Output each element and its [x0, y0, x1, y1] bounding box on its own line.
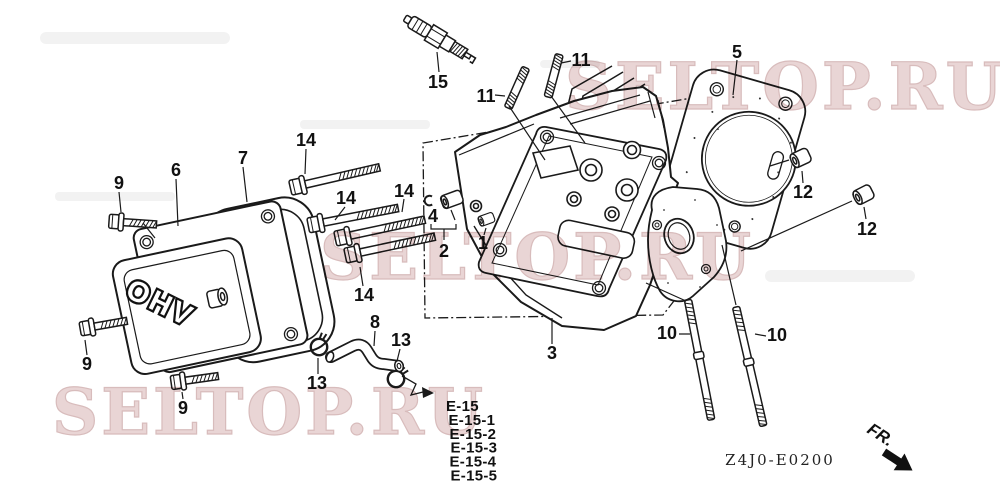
callout-9-bolt-top: 9 [114, 173, 124, 193]
callout-14-bolt-c: 14 [394, 181, 414, 201]
reference-link-e15-5[interactable]: E-15-5 [451, 468, 498, 485]
stud-10-a [682, 298, 717, 422]
callout-6-valve-cover: 6 [171, 160, 181, 180]
watermark-middle: SELTOP.RU [320, 220, 754, 295]
breather-tube [325, 338, 405, 373]
front-label: FR. [864, 419, 897, 450]
pin-2 [438, 188, 465, 211]
callout-7-cover-gasket: 7 [238, 148, 248, 168]
callout-1-pin: 1 [478, 233, 488, 253]
reference-link-e15-4[interactable]: E-15-4 [450, 454, 497, 471]
callout-15-spark-plug: 15 [428, 72, 448, 92]
callout-9-bolt-mid: 9 [82, 354, 92, 374]
callout-3-cylinder-head: 3 [547, 343, 557, 363]
scan-noise [40, 32, 915, 282]
callout-11-stud-right: 11 [571, 50, 590, 70]
diagram-code: Z4J0-E0200 [725, 451, 835, 469]
front-arrow-icon [881, 448, 913, 471]
callout-13-clamp-right: 13 [391, 330, 411, 350]
cylinder-head [454, 65, 728, 331]
callout-10-stud-right: 10 [767, 325, 787, 345]
callout-14-bolt-a: 14 [296, 130, 316, 150]
reference-link-e15-3[interactable]: E-15-3 [451, 440, 498, 457]
watermark-top-right: SELTOP.RU [565, 49, 1000, 125]
front-direction-indicator: FR. [864, 419, 913, 471]
reference-link-e15-1[interactable]: E-15-1 [449, 412, 496, 429]
reference-link-e15[interactable]: E-15 [446, 398, 479, 415]
watermarks: SELTOP.RU SELTOP.RU SELTOP.RU [51, 48, 1000, 450]
callout-12-dowel-lower: 12 [857, 219, 877, 239]
watermark-bottom-left: SELTOP.RU [52, 375, 486, 450]
breather-port [206, 287, 229, 309]
flange-bolt-14-a [287, 157, 383, 198]
stud-11-a [503, 65, 531, 111]
callout-5-head-gasket: 5 [732, 42, 742, 62]
dowel-pin-12-b [850, 182, 877, 207]
callout-12-dowel-upper: 12 [793, 182, 813, 202]
zigzag-reference-arrow [401, 375, 434, 398]
spark-plug [403, 14, 477, 65]
intake-port-flange [647, 186, 728, 303]
callout-labels: 15 11 11 5 12 12 9 6 7 14 14 14 14 4 2 1… [82, 42, 877, 418]
reference-list: E-15 E-15-1 E-15-2 E-15-3 E-15-4 E-15-5 [446, 398, 497, 485]
stud-10-b [730, 305, 770, 428]
callout-4-clip: 4 [428, 206, 438, 226]
callout-2-pin: 2 [439, 241, 449, 261]
valve-cover: OHV [111, 200, 309, 376]
callout-8-tube: 8 [370, 312, 380, 332]
callout-14-bolt-b: 14 [336, 188, 356, 208]
callout-10-stud-left: 10 [657, 323, 677, 343]
bracket-4-2 [430, 224, 457, 240]
clip-4 [423, 194, 433, 207]
reference-link-e15-2[interactable]: E-15-2 [450, 426, 497, 443]
callout-9-bolt-bottom: 9 [178, 398, 188, 418]
callout-14-bolt-d: 14 [354, 285, 374, 305]
callout-11-stud-left: 11 [476, 86, 495, 106]
leader-lines [84, 51, 867, 400]
callout-13-clamp-left: 13 [307, 373, 327, 393]
